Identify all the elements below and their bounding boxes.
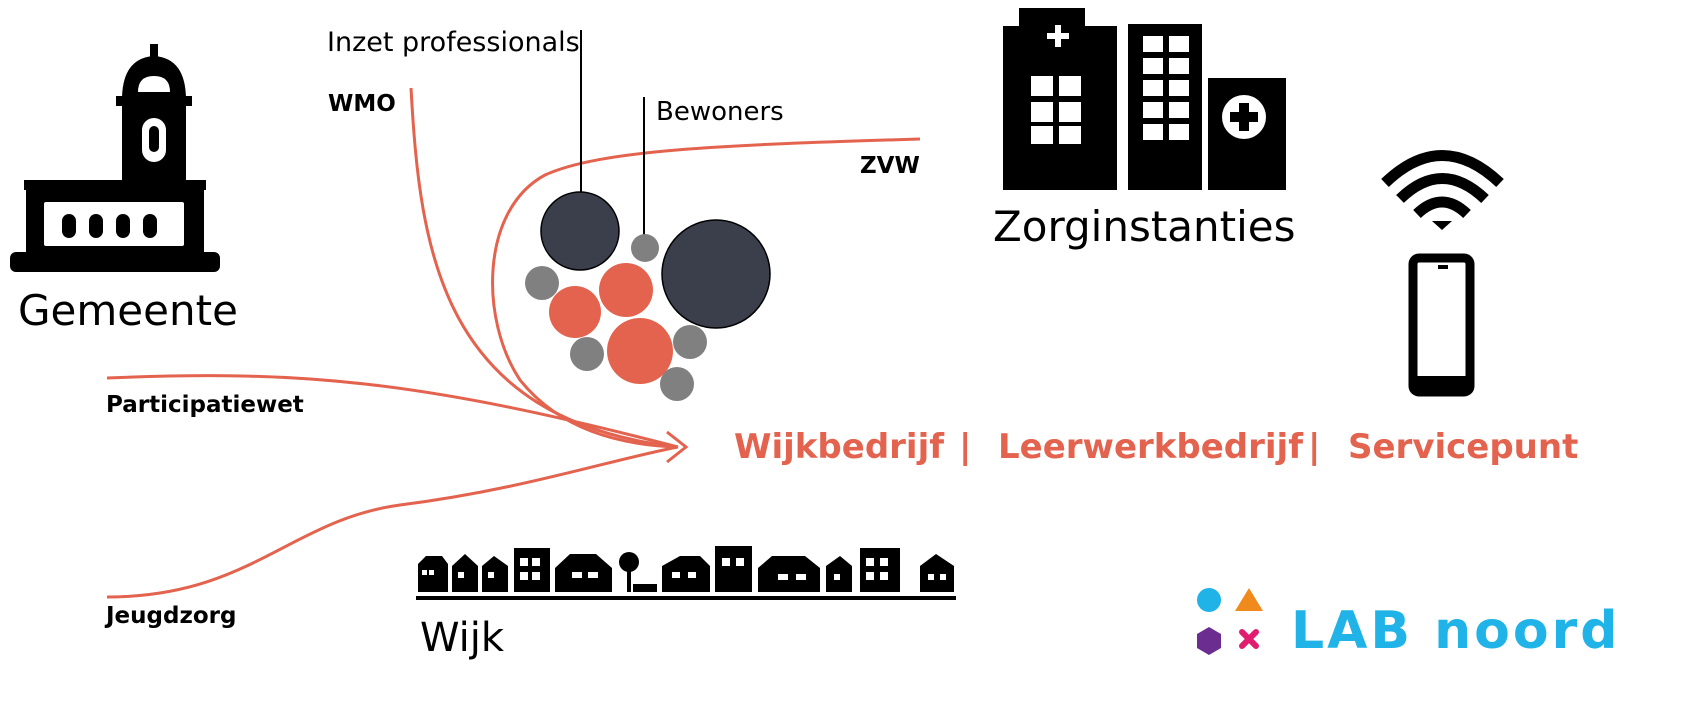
wifi-icon — [1381, 150, 1504, 230]
label-gemeente: Gemeente — [18, 286, 238, 335]
logo-blue-dot — [1197, 588, 1221, 612]
grey-bubble — [660, 367, 694, 401]
label-wijk: Wijk — [420, 615, 505, 661]
output-separator: | — [1308, 427, 1321, 467]
houses-icon — [416, 546, 956, 600]
logo-text: LAB noord — [1291, 601, 1621, 661]
label-jeugdzorg: Jeugdzorg — [106, 603, 237, 629]
flow-line-wmo — [409, 87, 679, 449]
grey-bubble — [631, 234, 659, 262]
label-zorginstanties: Zorginstanties — [993, 202, 1296, 251]
flow-line-participatiewet — [106, 374, 679, 449]
orange-bubble — [549, 286, 601, 338]
bubble-cluster — [525, 191, 771, 401]
label-participatiewet: Participatiewet — [106, 392, 304, 418]
flow-lines — [106, 87, 921, 599]
orange-bubble — [599, 263, 653, 317]
lab-noord-logo — [1197, 588, 1263, 655]
output-wijkbedrijf: Wijkbedrijf — [734, 427, 945, 467]
professional-bubble — [540, 191, 620, 271]
flow-line-zvw — [491, 137, 921, 449]
output-separator: | — [959, 427, 972, 467]
hospital-icon — [1003, 8, 1286, 190]
label-wmo: WMO — [328, 91, 396, 117]
grey-bubble — [525, 266, 559, 300]
output-servicepunt: Servicepunt — [1348, 427, 1579, 467]
professional-bubble — [661, 219, 771, 329]
flow-line-jeugdzorg — [106, 445, 679, 599]
output-leerwerkbedrijf: Leerwerkbedrijf — [998, 427, 1304, 467]
grey-bubble — [673, 325, 707, 359]
grey-bubble — [570, 337, 604, 371]
town-hall-icon — [10, 44, 220, 272]
logo-purple-hexagon — [1197, 627, 1221, 655]
label-zvw: ZVW — [860, 153, 920, 179]
smartphone-icon — [1408, 253, 1475, 397]
label-bewoners: Bewoners — [656, 97, 784, 127]
logo-magenta-cross — [1239, 629, 1259, 649]
label-inzet-professionals: Inzet professionals — [327, 27, 580, 58]
arrowhead — [666, 430, 689, 464]
orange-bubble — [607, 318, 673, 384]
logo-orange-triangle — [1235, 588, 1263, 611]
